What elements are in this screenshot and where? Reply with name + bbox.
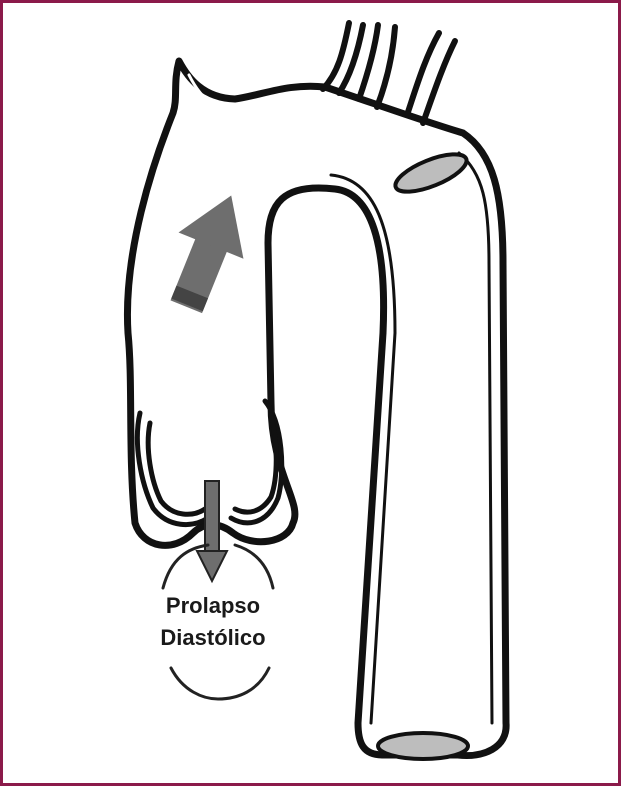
descending-inner-line bbox=[459, 153, 492, 723]
arch-lumen-section bbox=[391, 147, 471, 200]
systolic-flow-arrow bbox=[154, 182, 264, 319]
aortic-diagram bbox=[3, 3, 621, 789]
left-leaflet-inner bbox=[148, 423, 205, 514]
diastolic-prolapse-arrow bbox=[197, 481, 227, 581]
prolapse-label-line2: Diastólico bbox=[113, 625, 313, 651]
descending-lumen-section bbox=[378, 733, 468, 759]
left-carotid-artery-inner bbox=[377, 27, 395, 107]
left-subclavian-artery bbox=[407, 33, 439, 115]
prolapse-arc-bottom bbox=[171, 668, 269, 699]
prolapse-arc-top-right bbox=[235, 545, 273, 588]
prolapse-label-line1: Prolapso bbox=[113, 593, 313, 619]
